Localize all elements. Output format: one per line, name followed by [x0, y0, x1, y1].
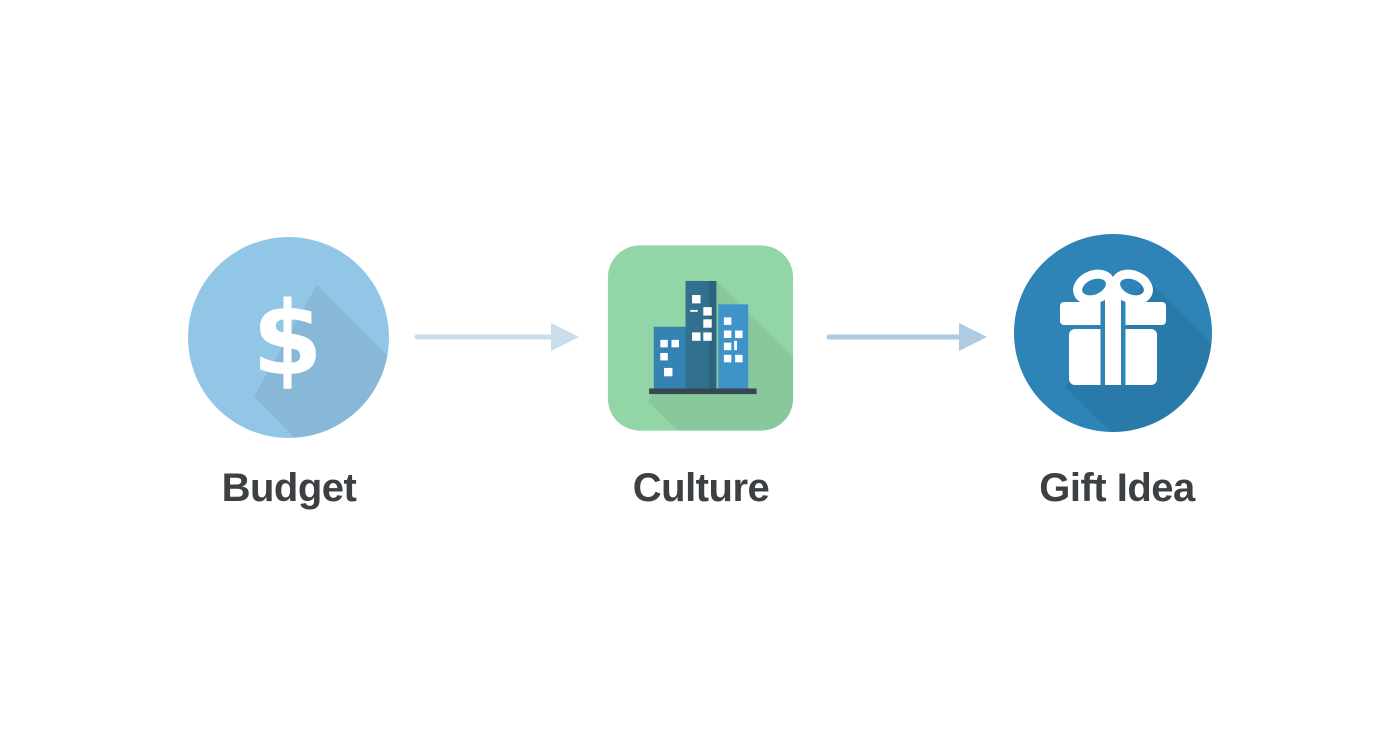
building-windows [660, 294, 743, 377]
budget-step-icon: $ [187, 236, 390, 439]
budget-label: Budget [221, 466, 357, 510]
gift-step-icon [1013, 233, 1213, 433]
gift-long-shadow [1065, 279, 1212, 432]
building-left [653, 326, 686, 391]
culture-label: Culture [632, 466, 770, 510]
gift-idea-label: Gift Idea [1039, 466, 1195, 510]
arrow-head [959, 323, 987, 351]
budget-circle [188, 237, 389, 438]
city-buildings-icon [607, 245, 794, 431]
building-right [718, 304, 749, 391]
arrow-culture-to-gift-icon [826, 323, 987, 351]
gift-glyph [1060, 269, 1166, 385]
dollar-sign-icon: $ [188, 237, 389, 438]
building-middle-shade [708, 280, 717, 391]
buildings-baseline [649, 388, 757, 395]
gift-box-icon [1014, 234, 1212, 432]
culture-step-icon [607, 243, 794, 433]
budget-long-shadow [253, 284, 389, 438]
arrow-head [551, 323, 579, 351]
arrow-budget-to-culture-icon [414, 323, 579, 351]
dollar-sign-glyph: $ [252, 280, 323, 398]
